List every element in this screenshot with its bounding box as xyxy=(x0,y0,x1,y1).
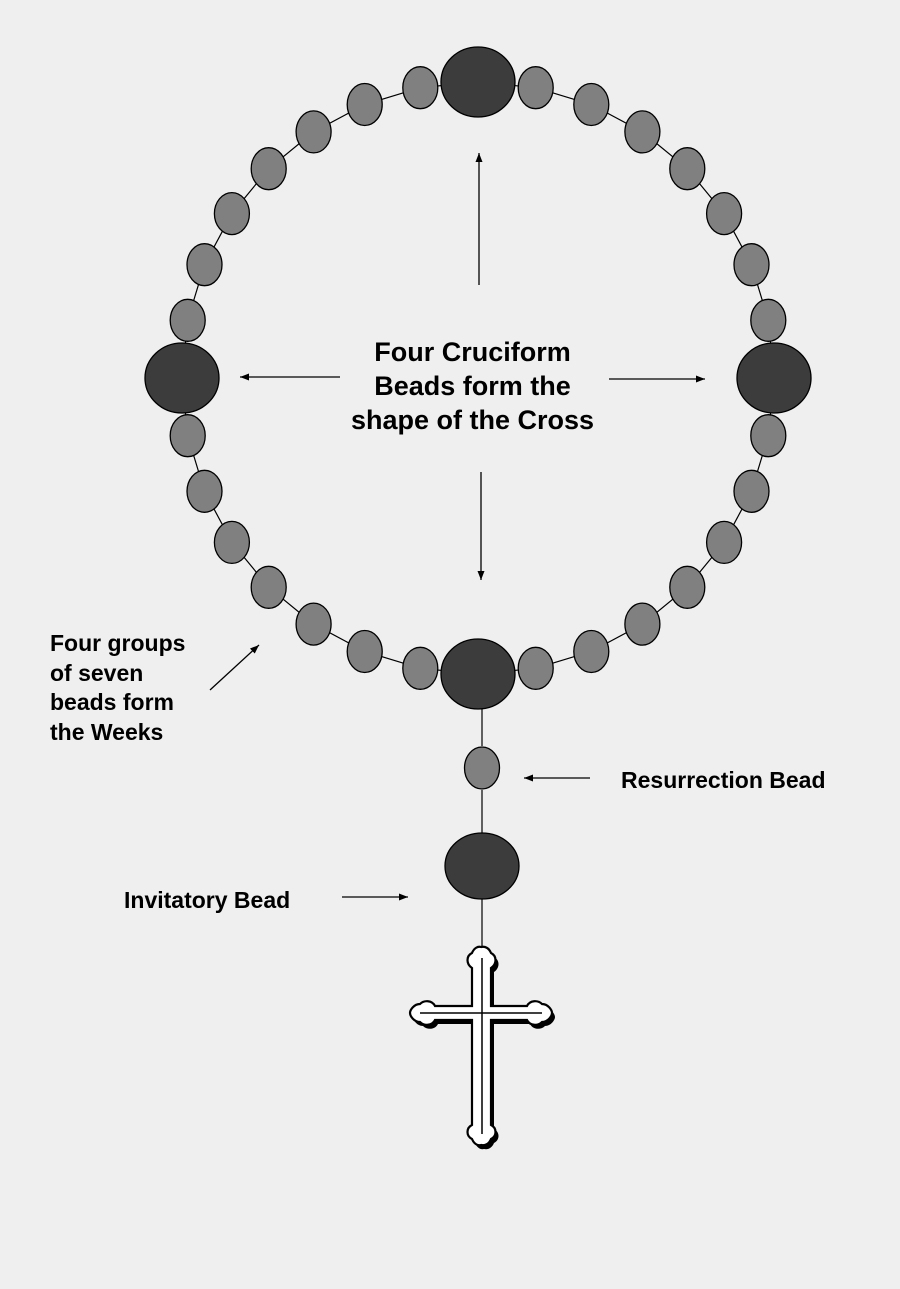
week-bead xyxy=(705,191,743,236)
resurrection-bead-label: Resurrection Bead xyxy=(621,767,826,793)
week-bead xyxy=(517,66,554,110)
bead-ring xyxy=(144,46,812,710)
cruciform-bead xyxy=(736,342,812,414)
invitatory-bead-label: Invitatory Bead xyxy=(124,887,291,913)
week-bead xyxy=(213,520,251,565)
week-bead xyxy=(186,243,223,287)
week-bead xyxy=(750,414,787,458)
cruciform-bead xyxy=(144,342,220,414)
week-bead xyxy=(573,629,610,674)
week-bead xyxy=(346,82,383,127)
resurrection-bead xyxy=(463,746,501,790)
week-bead xyxy=(295,110,332,154)
label-line: Four groups xyxy=(50,630,186,656)
week-bead xyxy=(624,602,661,646)
week-bead xyxy=(733,243,770,287)
week-bead xyxy=(250,565,287,609)
arrow-weeks xyxy=(209,644,260,691)
week-bead xyxy=(517,646,554,690)
week-bead xyxy=(624,110,661,154)
week-bead xyxy=(402,66,439,110)
cruciform-bead xyxy=(440,638,516,710)
week-bead xyxy=(346,629,383,674)
week-bead xyxy=(213,191,251,236)
cruciform-bead xyxy=(440,46,516,118)
week-bead xyxy=(573,82,610,127)
cross-icon xyxy=(408,945,555,1150)
label-line: Four Cruciform xyxy=(374,337,571,367)
week-bead xyxy=(169,414,206,458)
week-bead xyxy=(186,469,223,513)
week-bead xyxy=(733,469,770,513)
week-bead xyxy=(750,298,787,342)
label-line: Beads form the xyxy=(374,371,571,401)
arrow-icon xyxy=(209,153,705,901)
week-bead xyxy=(669,147,706,191)
week-bead xyxy=(250,147,287,191)
label-line: shape of the Cross xyxy=(350,405,595,435)
week-bead xyxy=(705,520,743,565)
week-bead xyxy=(669,565,706,609)
invitatory-bead xyxy=(444,832,520,900)
label-line: the Weeks xyxy=(50,718,164,745)
label-line: of seven xyxy=(50,659,144,686)
week-bead xyxy=(169,298,206,342)
week-bead xyxy=(402,646,439,690)
week-bead xyxy=(295,602,332,646)
cruciform-beads-label: Four Cruciform Beads form the shape of t… xyxy=(320,335,625,437)
label-line: beads form xyxy=(50,689,174,715)
weeks-label: Four groups of seven beads form the Week… xyxy=(50,629,185,747)
